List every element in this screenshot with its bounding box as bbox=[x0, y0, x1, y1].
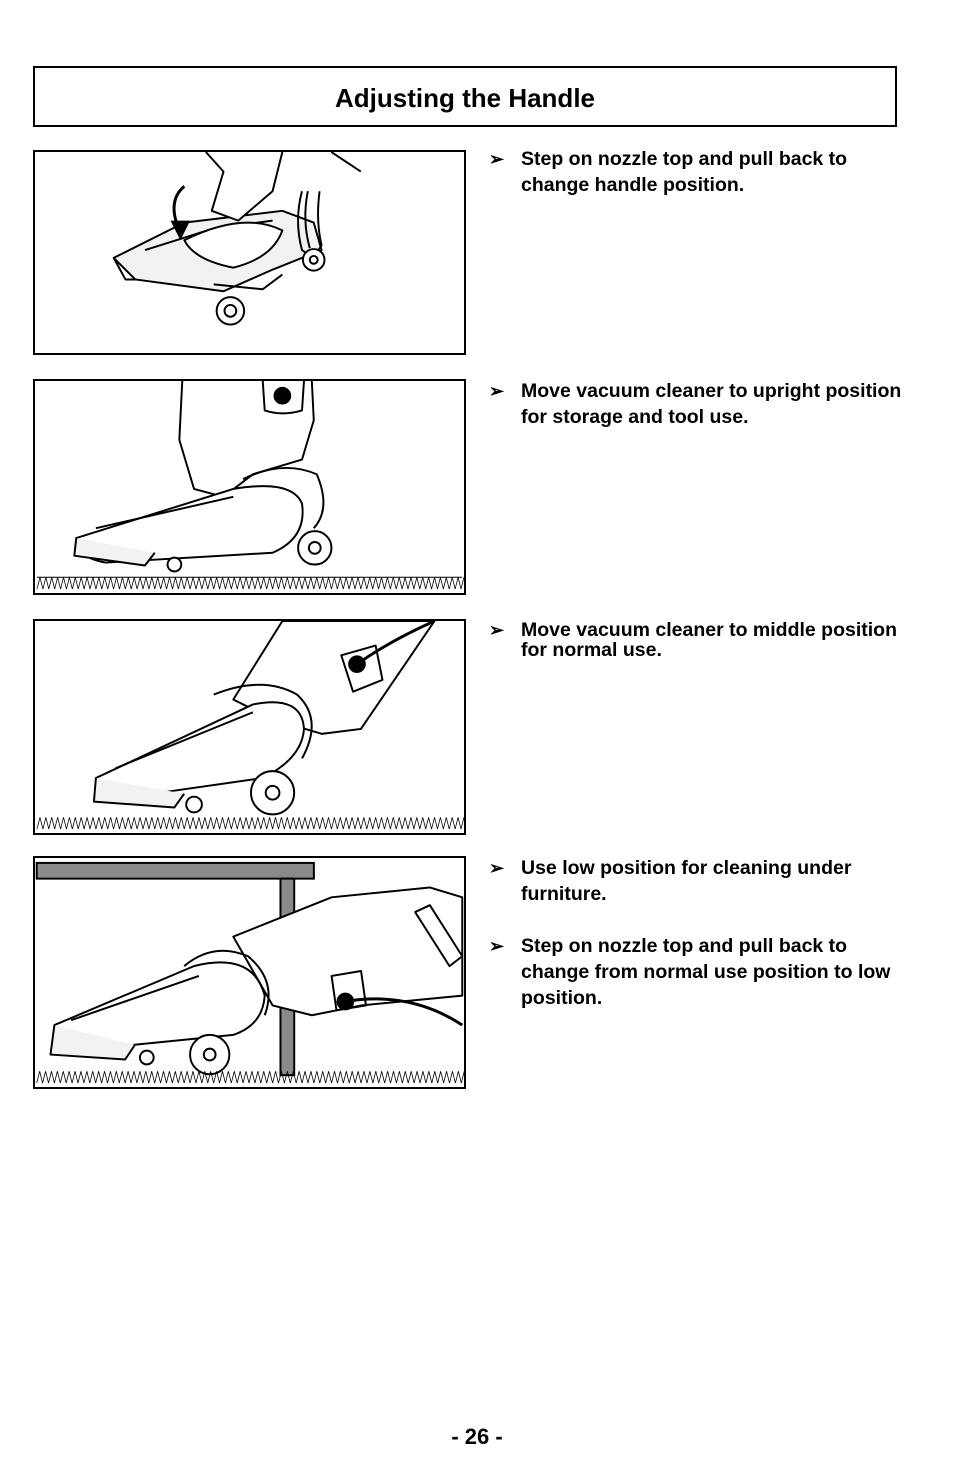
step-4-text: Use low position for cleaning under furn… bbox=[521, 857, 852, 905]
arrow-bullet-icon: ➢ bbox=[489, 936, 505, 956]
figure-step-on-nozzle bbox=[33, 150, 466, 355]
step-1-text: Step on nozzle top and pull back to chan… bbox=[521, 148, 848, 196]
vacuum-middle-illustration bbox=[36, 621, 464, 830]
step-2-bullet: ➢ Move vacuum cleaner to upright positio… bbox=[489, 378, 909, 430]
figure-upright-position bbox=[33, 379, 466, 595]
section-title-box: Adjusting the Handle bbox=[33, 66, 897, 127]
step-1-bullet: ➢ Step on nozzle top and pull back to ch… bbox=[489, 146, 909, 198]
page-number: - 26 - bbox=[451, 1424, 503, 1449]
step-2: ➢ Move vacuum cleaner to upright positio… bbox=[489, 378, 909, 430]
step-5-text: Step on nozzle top and pull back to chan… bbox=[521, 935, 891, 1009]
step-5-bullet: ➢ Step on nozzle top and pull back to ch… bbox=[489, 933, 909, 1011]
vacuum-upright-illustration bbox=[36, 381, 464, 590]
step-4-5: ➢ Use low position for cleaning under fu… bbox=[489, 855, 909, 1011]
furniture-tabletop bbox=[35, 861, 315, 880]
figure-low-position bbox=[33, 856, 466, 1089]
step-3-text: Move vacuum cleaner to middle position f… bbox=[521, 619, 897, 661]
step-3-bullet: ➢ Move vacuum cleaner to middle position… bbox=[489, 620, 909, 660]
vacuum-nozzle-step-illustration bbox=[112, 152, 362, 326]
step-4-bullet: ➢ Use low position for cleaning under fu… bbox=[489, 855, 909, 907]
page-title: Adjusting the Handle bbox=[335, 83, 595, 113]
arrow-bullet-icon: ➢ bbox=[489, 620, 505, 640]
step-1: ➢ Step on nozzle top and pull back to ch… bbox=[489, 146, 909, 198]
figure-middle-position bbox=[33, 619, 466, 835]
arrow-bullet-icon: ➢ bbox=[489, 381, 505, 401]
arrow-bullet-icon: ➢ bbox=[489, 149, 505, 169]
step-2-text: Move vacuum cleaner to upright position … bbox=[521, 380, 902, 428]
arrow-bullet-icon: ➢ bbox=[489, 858, 505, 878]
step-3: ➢ Move vacuum cleaner to middle position… bbox=[489, 620, 909, 660]
vacuum-under-furniture-illustration bbox=[35, 861, 464, 1084]
